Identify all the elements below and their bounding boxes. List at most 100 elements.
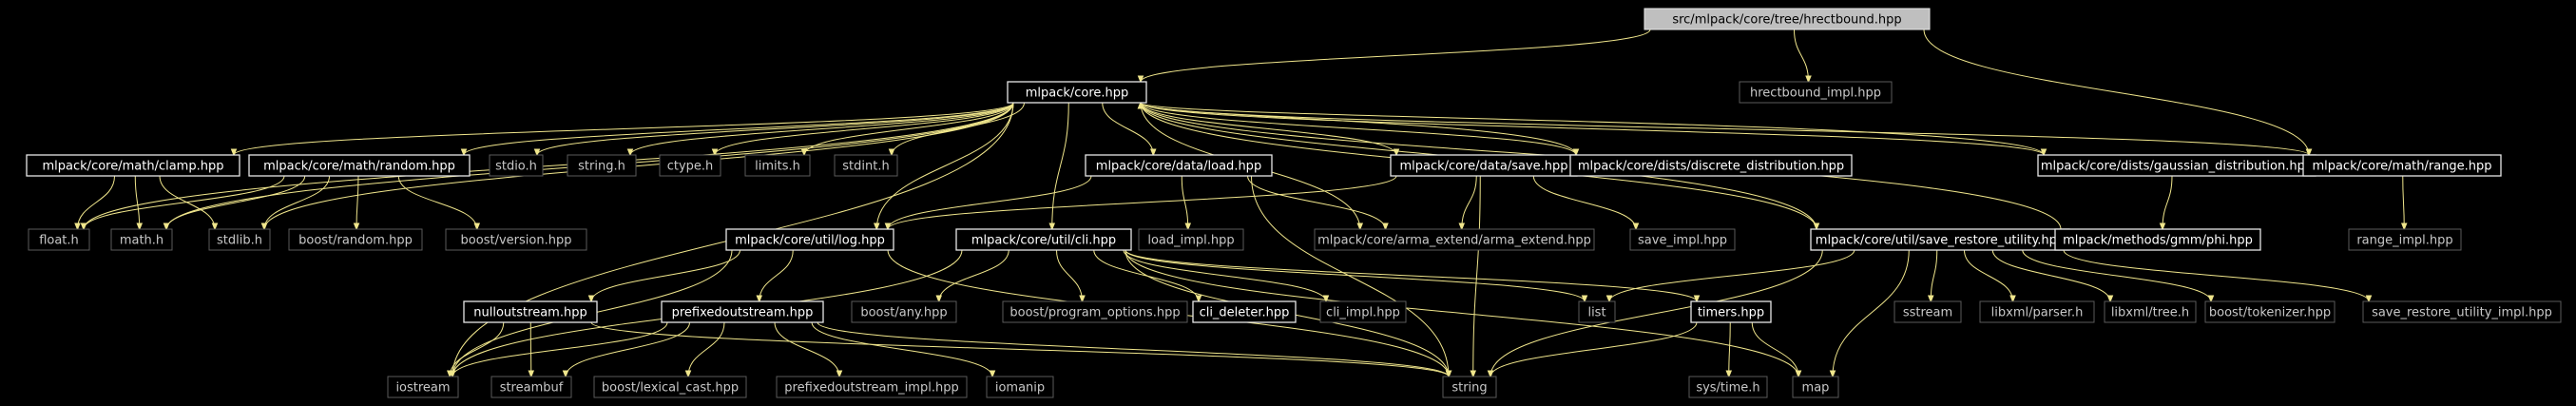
node-box — [2362, 300, 2562, 323]
node-label: mlpack/core/arma_extend/arma_extend.hpp — [1317, 234, 1591, 248]
node-box — [1569, 154, 1853, 177]
node-layer: src/mlpack/core/tree/hrectbound.hpp hrect… — [26, 8, 2562, 398]
node-clamp[interactable]: mlpack/core/math/clamp.hpp — [26, 154, 240, 177]
node-label: boost/any.hpp — [860, 306, 947, 320]
node-cli-deleter[interactable]: cli_deleter.hpp — [1192, 300, 1297, 323]
node-label: cli_impl.hpp — [1326, 306, 1400, 320]
node-label: mlpack/core/dists/gaussian_distribution.… — [2041, 160, 2313, 174]
edge-prefixed-to-iomanip — [811, 321, 992, 377]
node-box — [744, 154, 811, 177]
edge-save-to-log — [888, 175, 1397, 229]
node-box — [851, 300, 957, 323]
edge-core-to-stdio — [537, 102, 1014, 155]
node-prefixed-impl: prefixedoutstream_impl.hpp — [776, 376, 968, 398]
node-box — [567, 154, 637, 177]
node-label: libxml/parser.h — [1991, 306, 2084, 320]
edge-cli-to-timers — [1125, 249, 1697, 301]
edge-gaussian-to-core — [1141, 103, 2045, 156]
node-root[interactable]: src/mlpack/core/tree/hrectbound.hpp — [1644, 8, 1931, 30]
node-label: map — [1802, 381, 1830, 396]
node-math-h: math.h — [110, 228, 173, 251]
edge-core-to-load — [1102, 102, 1154, 155]
node-sru[interactable]: mlpack/core/util/save_restore_utility.hp… — [1810, 228, 2070, 251]
edge-timers-to-string — [1490, 321, 1698, 377]
node-iomanip: iomanip — [986, 376, 1054, 398]
node-label: prefixedoutstream_impl.hpp — [784, 381, 958, 396]
node-label: math.h — [120, 234, 163, 248]
node-box — [1629, 228, 1736, 251]
node-boost-random: boost/random.hpp — [288, 228, 423, 251]
node-box — [2054, 228, 2261, 251]
node-box — [1690, 300, 1772, 323]
edge-prefixed-to-string — [817, 321, 1449, 377]
node-label: mlpack/core/math/range.hpp — [2312, 160, 2491, 174]
node-label: load_impl.hpp — [1147, 234, 1234, 248]
node-label: stdint.h — [842, 160, 889, 174]
node-box — [1894, 300, 1962, 323]
node-label: boost/tokenizer.hpp — [2209, 306, 2331, 320]
edge-core-to-save — [1140, 102, 1396, 155]
edge-nullout-to-streambuf — [530, 321, 531, 377]
node-core[interactable]: mlpack/core.hpp — [1007, 81, 1147, 104]
edge-sru-to-tree — [1991, 249, 2110, 301]
node-load[interactable]: mlpack/core/data/load.hpp — [1085, 154, 1273, 177]
node-stdint: stdint.h — [834, 154, 898, 177]
edge-load-to-string — [1251, 175, 1450, 377]
node-label: boost/program_options.hpp — [1009, 306, 1180, 320]
node-label: mlpack/methods/gmm/phi.hpp — [2063, 234, 2253, 248]
edge-sru-to-tokenizer — [2022, 249, 2211, 301]
node-label: mlpack/core.hpp — [1026, 87, 1129, 101]
node-label: iomanip — [995, 381, 1045, 396]
edge-random-to-stdlib — [264, 175, 330, 229]
node-stdlib: stdlib.h — [208, 228, 271, 251]
edge-prefixed-to-streambuf — [566, 321, 690, 377]
node-label: string — [1451, 381, 1487, 396]
node-label: hrectbound_impl.hpp — [1750, 87, 1881, 101]
edge-sru-to-parser — [1964, 249, 2013, 301]
node-box — [1319, 300, 1407, 323]
node-stdio: stdio.h — [489, 154, 544, 177]
edge-sru-to-sru-impl — [2063, 249, 2369, 301]
node-string: string — [1442, 376, 1497, 398]
node-gaussian[interactable]: mlpack/core/dists/gaussian_distribution.… — [2037, 154, 2316, 177]
node-box — [1792, 376, 1839, 398]
node-load-impl: load_impl.hpp — [1138, 228, 1244, 251]
node-box — [208, 228, 271, 251]
edge-save-to-arma-extend — [1462, 175, 1477, 229]
node-nullout[interactable]: nulloutstream.hpp — [463, 300, 598, 323]
node-discrete[interactable]: mlpack/core/dists/discrete_distribution.… — [1569, 154, 1853, 177]
node-box — [1979, 300, 2095, 323]
node-log[interactable]: mlpack/core/util/log.hpp — [725, 228, 894, 251]
node-random[interactable]: mlpack/core/math/random.hpp — [248, 154, 471, 177]
node-label: timers.hpp — [1698, 306, 1764, 320]
node-box — [489, 154, 544, 177]
node-prefixed[interactable]: prefixedoutstream.hpp — [661, 300, 824, 323]
node-label: float.h — [39, 234, 79, 248]
node-box — [834, 154, 898, 177]
edge-prefixed-to-prefixed-impl — [774, 321, 839, 377]
node-iostream: iostream — [387, 376, 459, 398]
node-box — [1085, 154, 1273, 177]
edge-cli-to-boost-any — [939, 249, 1009, 301]
node-label: list — [1587, 306, 1605, 320]
edge-core-to-clamp — [234, 102, 1014, 155]
edge-sru-to-string — [1490, 249, 1823, 377]
node-save[interactable]: mlpack/core/data/save.hpp — [1390, 154, 1578, 177]
edge-sru-to-list — [1609, 249, 1855, 301]
node-label: boost/random.hpp — [298, 234, 413, 248]
node-parser: libxml/parser.h — [1979, 300, 2095, 323]
node-box — [2348, 228, 2462, 251]
node-phi[interactable]: mlpack/methods/gmm/phi.hpp — [2054, 228, 2261, 251]
node-range[interactable]: mlpack/core/math/range.hpp — [2302, 154, 2502, 177]
node-timers[interactable]: timers.hpp — [1690, 300, 1772, 323]
node-box — [2302, 154, 2502, 177]
node-box — [1314, 228, 1595, 251]
node-string-h: string.h — [567, 154, 637, 177]
node-label: mlpack/core/dists/discrete_distribution.… — [1578, 160, 1844, 174]
node-label: nulloutstream.hpp — [473, 306, 586, 320]
node-label: sstream — [1903, 306, 1952, 320]
node-save-impl: save_impl.hpp — [1629, 228, 1736, 251]
node-cli[interactable]: mlpack/core/util/cli.hpp — [955, 228, 1132, 251]
node-label: cli_deleter.hpp — [1200, 306, 1290, 320]
